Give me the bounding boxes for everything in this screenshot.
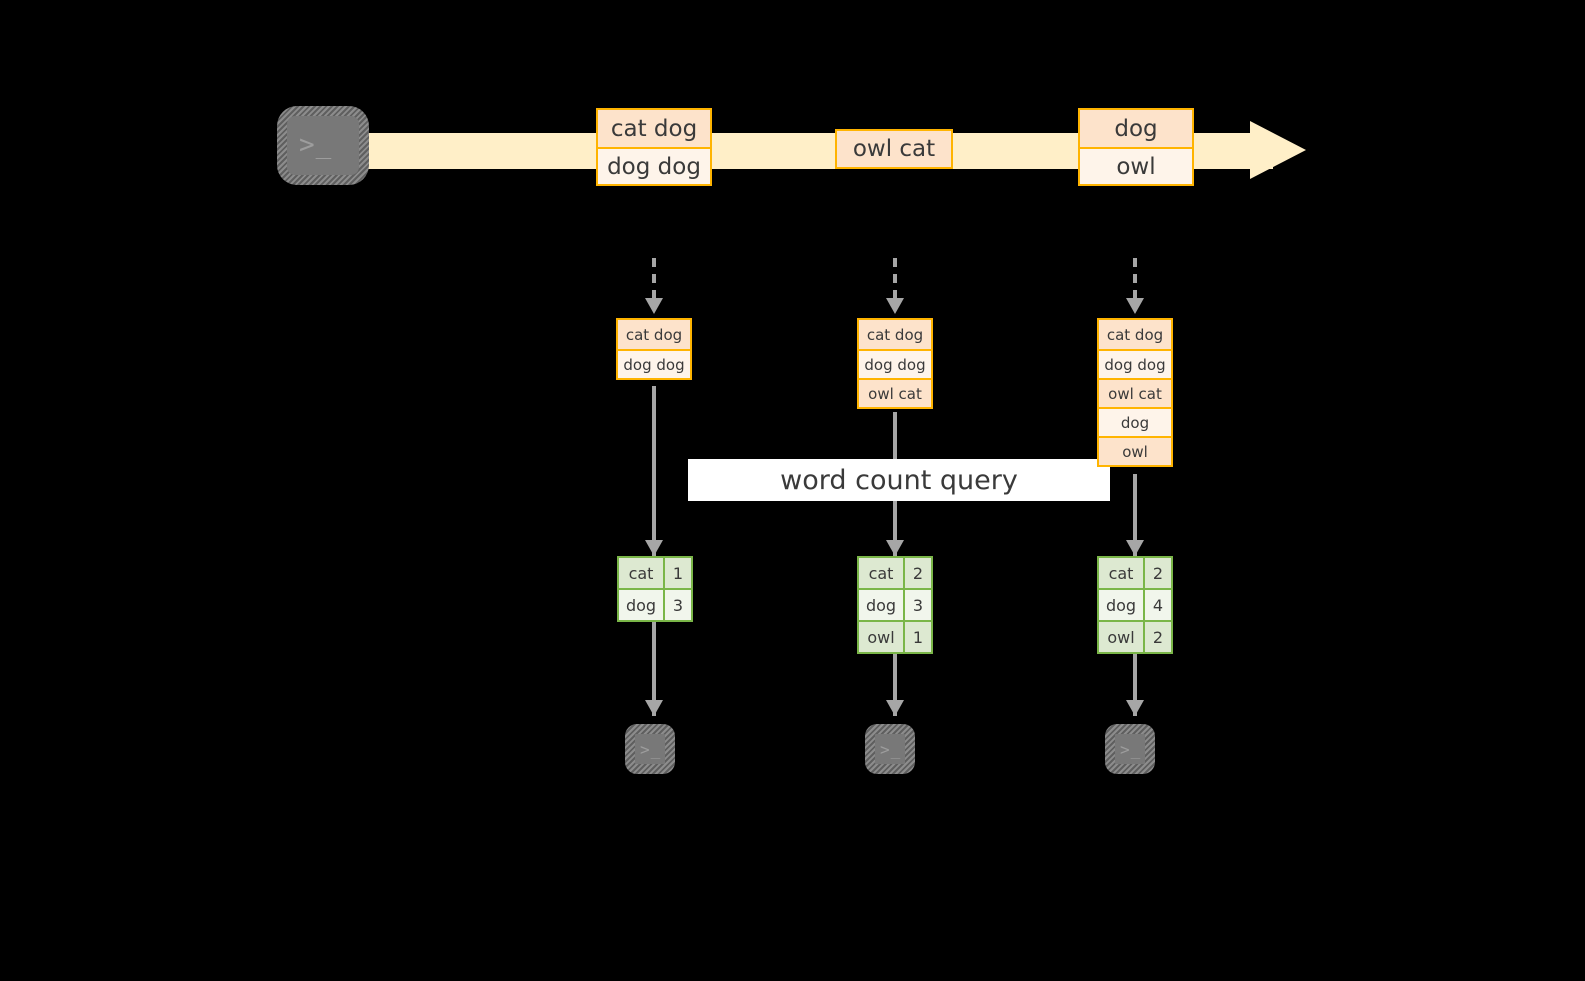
stream-record: cat dog dog dog: [596, 108, 712, 186]
record-line: owl: [1080, 147, 1192, 184]
table-row: owl 1: [859, 620, 931, 652]
snapshot-records: cat dog dog dog owl cat dog owl: [1097, 318, 1173, 467]
table-row: dog 3: [619, 588, 691, 620]
terminal-icon: >_: [625, 724, 675, 774]
record-line: owl cat: [837, 131, 951, 167]
query-banner-label: word count query: [780, 464, 1018, 496]
stream-record: owl cat: [835, 129, 953, 169]
table-row: owl 2: [1099, 620, 1171, 652]
snapshot-records: cat dog dog dog: [616, 318, 692, 380]
result-table: cat 1 dog 3: [617, 556, 693, 622]
record-line: dog dog: [598, 147, 710, 184]
word-cell: dog: [859, 590, 903, 620]
record-line: owl cat: [859, 378, 931, 407]
count-cell: 4: [1143, 590, 1171, 620]
table-row: dog 3: [859, 588, 931, 620]
record-line: dog dog: [1099, 349, 1171, 378]
stream-record: dog owl: [1078, 108, 1194, 186]
terminal-prompt: >_: [640, 740, 662, 759]
record-line: dog dog: [618, 349, 690, 378]
record-line: owl: [1099, 436, 1171, 465]
record-line: dog: [1099, 407, 1171, 436]
word-cell: owl: [1099, 622, 1143, 652]
terminal-prompt: >_: [1120, 740, 1142, 759]
result-table: cat 2 dog 3 owl 1: [857, 556, 933, 654]
terminal-icon: >_: [1105, 724, 1155, 774]
record-line: dog: [1080, 110, 1192, 147]
count-cell: 3: [663, 590, 691, 620]
record-line: cat dog: [1099, 320, 1171, 349]
record-line: cat dog: [598, 110, 710, 147]
table-row: cat 2: [859, 558, 931, 588]
record-line: dog dog: [859, 349, 931, 378]
count-cell: 2: [1143, 558, 1171, 588]
word-cell: dog: [1099, 590, 1143, 620]
count-cell: 2: [903, 558, 931, 588]
right-arrow-icon: [1250, 121, 1306, 179]
table-row: dog 4: [1099, 588, 1171, 620]
table-row: cat 1: [619, 558, 691, 588]
snapshot-records: cat dog dog dog owl cat: [857, 318, 933, 409]
terminal-prompt: >_: [880, 740, 902, 759]
query-banner: word count query: [688, 459, 1110, 501]
word-cell: owl: [859, 622, 903, 652]
terminal-icon: >_: [865, 724, 915, 774]
terminal-icon: >_: [277, 106, 369, 185]
count-cell: 1: [903, 622, 931, 652]
table-row: cat 2: [1099, 558, 1171, 588]
word-cell: cat: [859, 558, 903, 588]
word-cell: cat: [619, 558, 663, 588]
record-line: cat dog: [859, 320, 931, 349]
record-line: cat dog: [618, 320, 690, 349]
count-cell: 1: [663, 558, 691, 588]
terminal-prompt: >_: [299, 130, 333, 160]
result-table: cat 2 dog 4 owl 2: [1097, 556, 1173, 654]
count-cell: 3: [903, 590, 931, 620]
word-cell: dog: [619, 590, 663, 620]
record-line: owl cat: [1099, 378, 1171, 407]
word-cell: cat: [1099, 558, 1143, 588]
count-cell: 2: [1143, 622, 1171, 652]
